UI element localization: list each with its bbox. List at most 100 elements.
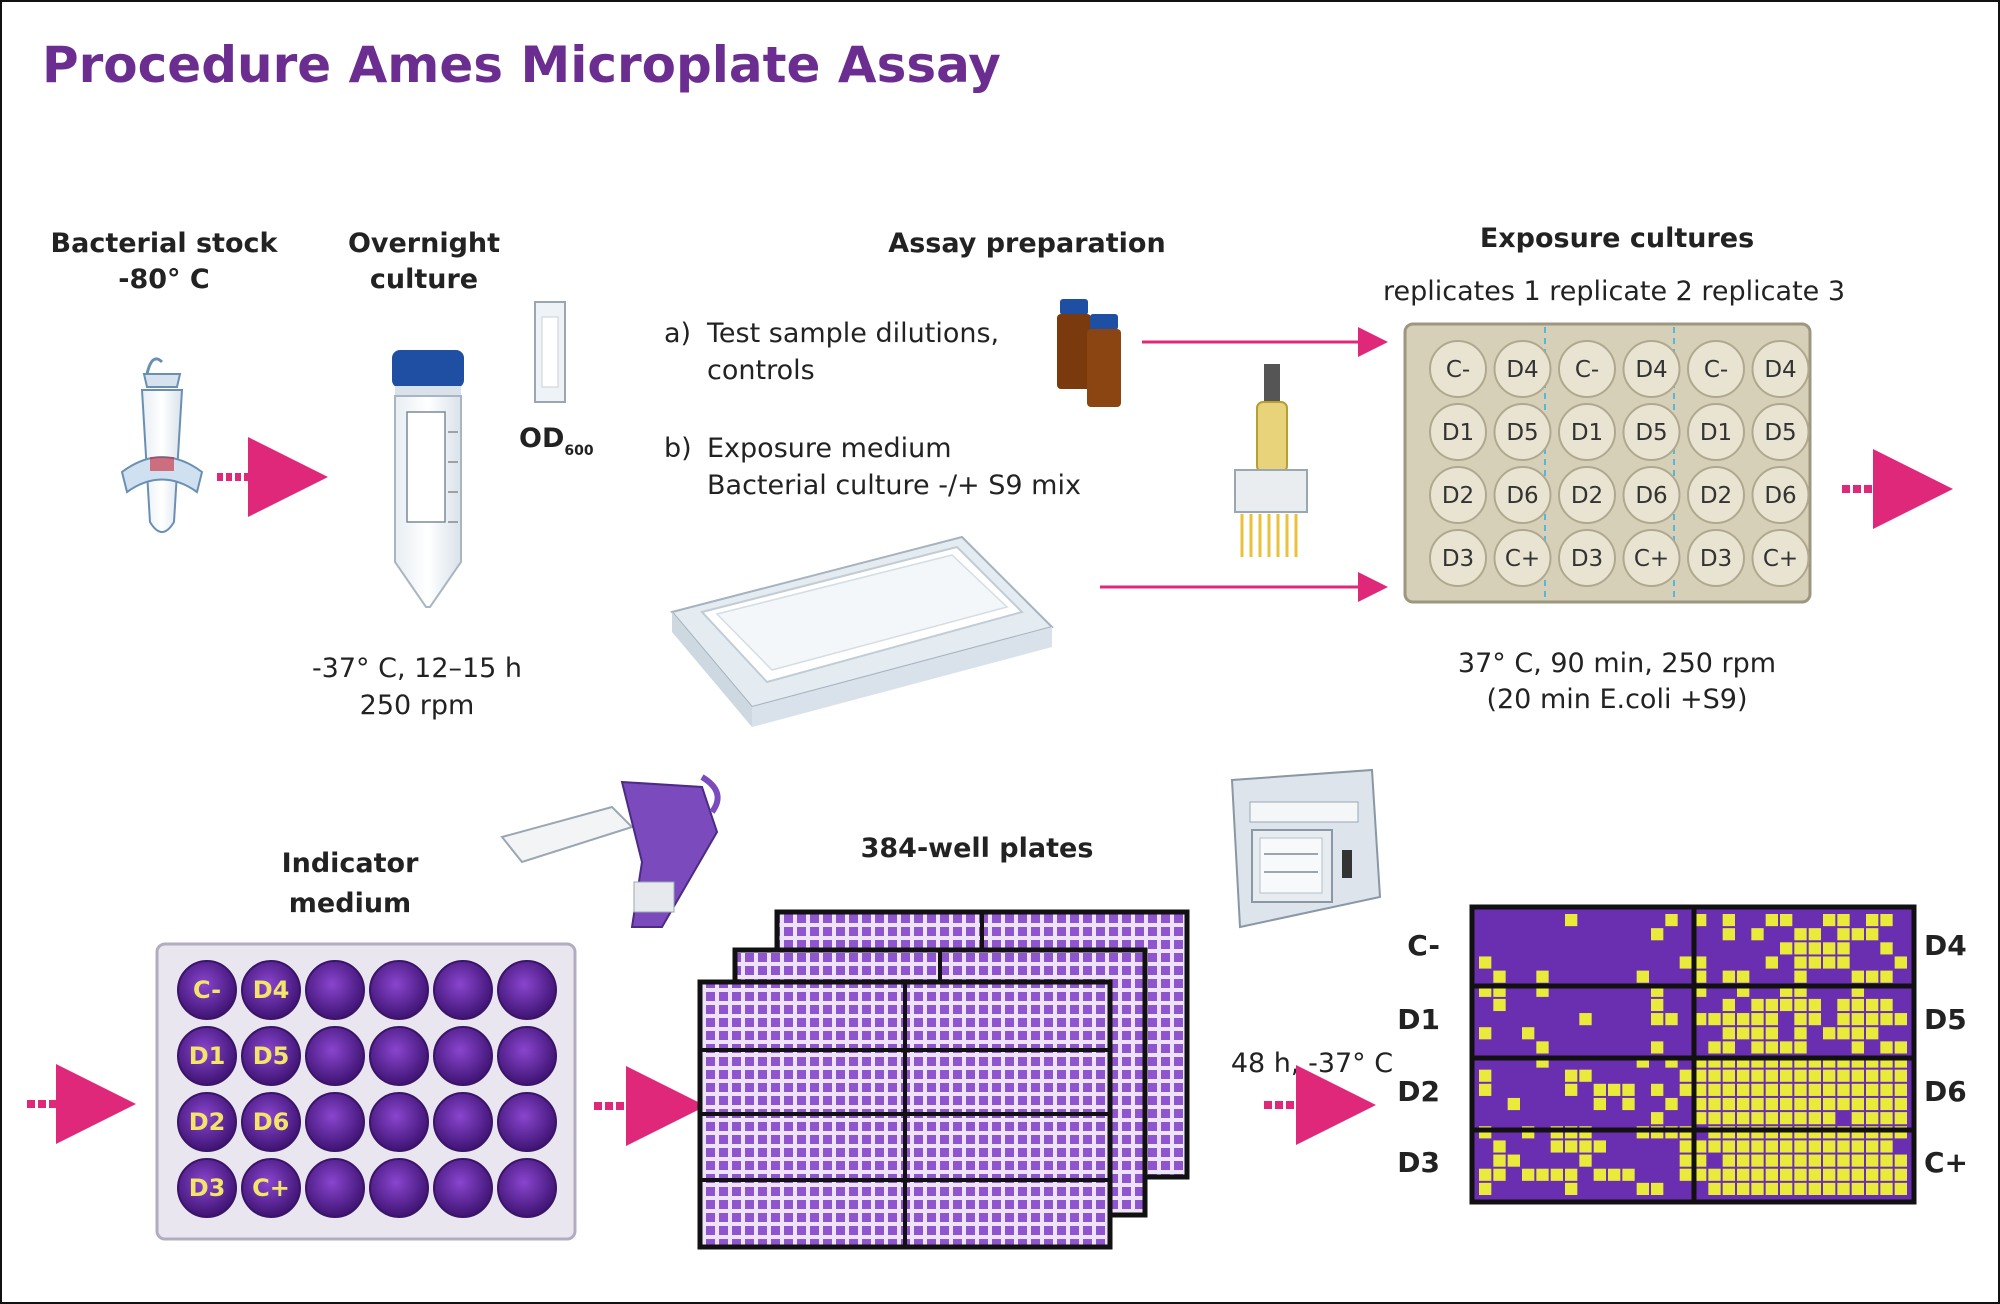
result-well [1808, 1154, 1821, 1167]
exposure-conditions-line1: 37° C, 90 min, 250 rpm [1458, 648, 1776, 679]
result-well [1536, 1069, 1549, 1082]
result-well [1593, 970, 1606, 983]
result-well [1636, 956, 1649, 969]
result-well [1579, 1140, 1592, 1153]
result-well [1851, 1041, 1864, 1054]
result-well [1751, 1013, 1764, 1026]
result-well [1522, 956, 1535, 969]
result-well [1737, 914, 1750, 927]
result-well [1636, 928, 1649, 941]
result-well [1622, 928, 1635, 941]
result-well [1579, 956, 1592, 969]
result-label-right: C+ [1924, 1146, 1968, 1179]
result-well [1636, 1027, 1649, 1040]
result-well [1622, 956, 1635, 969]
result-well [1722, 928, 1735, 941]
result-well [1808, 928, 1821, 941]
result-well [1479, 956, 1492, 969]
result-well [1722, 1027, 1735, 1040]
result-label-left: D2 [1397, 1075, 1440, 1108]
result-well [1565, 1083, 1578, 1096]
result-well [1507, 1027, 1520, 1040]
result-well [1493, 970, 1506, 983]
result-well [1536, 1097, 1549, 1111]
exposure-well [1558, 403, 1616, 461]
result-well [1765, 1083, 1778, 1096]
result-well [1636, 1097, 1649, 1111]
result-well [1493, 1112, 1506, 1125]
result-well [1636, 970, 1649, 983]
result-well [1708, 1097, 1721, 1111]
result-well [1636, 1168, 1649, 1181]
result-well [1636, 914, 1649, 927]
result-well [1593, 998, 1606, 1012]
result-well [1565, 1168, 1578, 1181]
exposure-well [1558, 466, 1616, 524]
result-well [1507, 1168, 1520, 1181]
result-well [1880, 914, 1893, 927]
result-well [1679, 1083, 1692, 1096]
result-well [1565, 914, 1578, 927]
result-label-left: D3 [1397, 1146, 1440, 1179]
result-well [1866, 1041, 1879, 1054]
result-well [1694, 1013, 1707, 1026]
overnight-culture-conditions-line2: 250 rpm [360, 690, 475, 721]
result-well [1579, 928, 1592, 941]
result-well [1479, 914, 1492, 927]
exposure-well [1493, 403, 1552, 461]
result-well [1493, 942, 1506, 955]
result-well [1522, 1140, 1535, 1153]
result-well [1536, 1154, 1549, 1167]
result-well [1894, 1140, 1907, 1153]
result-well [1737, 970, 1750, 983]
result-well [1823, 1182, 1836, 1195]
result-well [1651, 998, 1664, 1012]
result-well [1665, 942, 1678, 955]
exposure-well [1493, 340, 1552, 398]
result-well [1866, 942, 1879, 955]
result-well [1608, 914, 1621, 927]
result-well [1708, 928, 1721, 941]
result-well [1837, 1182, 1850, 1195]
result-well [1894, 1097, 1907, 1111]
result-well [1880, 928, 1893, 941]
indicator-well [497, 1092, 557, 1152]
result-well [1622, 1112, 1635, 1125]
exposure-well-label: D5 [1635, 420, 1667, 446]
result-well [1593, 1154, 1606, 1167]
result-well [1479, 1154, 1492, 1167]
plates-label: 384-well plates [861, 833, 1094, 864]
exposure-well [1687, 403, 1745, 461]
result-well [1751, 998, 1764, 1012]
result-well [1737, 928, 1750, 941]
result-well [1866, 914, 1879, 927]
result-well [1608, 942, 1621, 955]
result-well [1522, 1027, 1535, 1040]
result-well [1694, 998, 1707, 1012]
result-well [1565, 1041, 1578, 1054]
item-b-marker: b) [664, 433, 692, 464]
result-well [1550, 1182, 1563, 1195]
result-well [1665, 1027, 1678, 1040]
result-well [1479, 1182, 1492, 1195]
result-well [1565, 998, 1578, 1012]
result-well [1536, 1083, 1549, 1096]
replicates-label: replicates 1 replicate 2 replicate 3 [1383, 276, 1845, 307]
exposure-well [1429, 340, 1487, 398]
amber-vials-icon [1057, 299, 1121, 407]
result-well [1565, 970, 1578, 983]
result-well [1894, 1027, 1907, 1040]
result-well [1622, 1027, 1635, 1040]
result-well [1894, 1168, 1907, 1181]
result-well [1479, 970, 1492, 983]
result-well [1751, 956, 1764, 969]
result-well [1608, 1027, 1621, 1040]
indicator-well [497, 1026, 557, 1086]
result-well [1722, 1013, 1735, 1026]
item-a-line2: controls [707, 355, 815, 386]
result-well [1507, 1097, 1520, 1111]
result-well [1823, 1140, 1836, 1153]
result-well [1866, 956, 1879, 969]
result-well [1765, 1069, 1778, 1082]
